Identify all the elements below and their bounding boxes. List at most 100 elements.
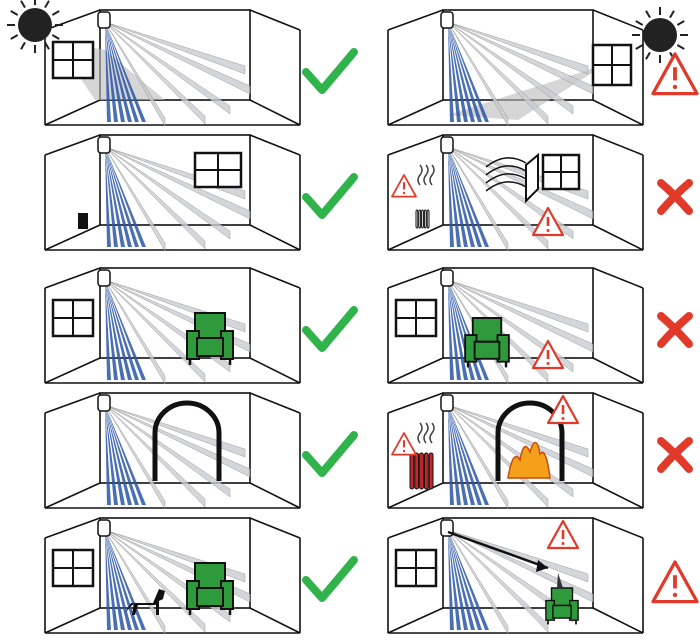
sun-ray [645,10,651,19]
sun-ray [10,10,19,16]
radiator-fin [415,209,419,229]
warning-verdict-icon [651,560,699,604]
radiator-fin [421,209,424,229]
detection-beam-blue [448,22,454,122]
room-edge [44,607,101,634]
detection-beam-gray [447,404,594,478]
room-edge [592,267,644,289]
fire-icon [507,441,551,479]
radiator-fin [428,452,434,490]
arrow-line [447,530,549,570]
checkmark-icon [302,173,358,219]
chair-seat [196,337,224,357]
room-edge [592,99,644,126]
detection-beam-blue [105,280,118,380]
back-wall [442,267,594,359]
sun-ray [51,34,60,40]
room-edge [387,607,444,634]
chair-legs [547,620,577,625]
detection-beam-gray [104,529,166,635]
room-edge [387,482,444,509]
warning-icon [546,394,580,425]
motion-sensor-icon [97,394,111,412]
draft-line [485,181,527,192]
detection-beam-gray [104,21,251,95]
detection-beam-blue [105,22,139,122]
detection-beam-blue [448,147,482,247]
draft-line [485,173,527,184]
back-wall [99,267,251,359]
sun-ray [669,10,675,19]
room-edge [44,224,101,251]
armchair-icon [464,317,510,368]
warning-dot [546,362,550,365]
back-wall [99,517,251,609]
heat-wave-icon [429,164,435,186]
detection-beam-blue [448,147,475,247]
chair-legs [188,359,232,365]
sun-ray [635,44,644,50]
detection-beam-blue [448,530,468,630]
detection-beam-blue [448,22,461,122]
detection-beam-gray [447,529,549,633]
detection-beam-gray [447,146,549,250]
motion-sensor-icon [97,519,111,537]
detection-beam-gray [104,404,166,510]
detection-beam-blue [105,530,132,630]
detection-beam-gray [447,529,594,603]
heat-wave-icon [423,164,429,186]
sun-ray [20,0,26,9]
room-edge [44,99,101,126]
detection-beam-gray [447,146,594,220]
detection-beam-gray [447,404,589,458]
detection-beam-gray [447,279,574,373]
radiator-fin [419,452,424,490]
detection-beam-gray [447,21,594,95]
scene-row3-left [44,267,301,385]
scene-row2-right [387,134,644,252]
detection-beam-blue [105,22,118,122]
chair-legs [188,609,232,615]
checkmark-icon [302,306,358,352]
scene-row4-left [44,392,301,510]
sun-ray [10,34,19,40]
scene-row4-right [387,392,644,510]
room-edge [44,267,101,289]
sun-ray [635,20,644,26]
chair-seat [552,604,572,619]
open-sash [525,152,539,204]
armchair-icon [545,587,579,625]
detection-beam-blue [448,147,461,247]
detection-beam-gray [104,21,206,125]
room-edge [44,392,101,414]
detection-beam-gray [447,404,509,510]
detection-beam-gray [447,21,509,127]
detection-beam-gray [104,146,251,220]
warning-dot [561,542,565,545]
motion-sensor-icon [97,11,111,29]
detection-beam-gray [447,279,594,353]
scene-row3-right [387,267,644,385]
back-wall [442,134,594,226]
detection-beam-gray [447,529,509,635]
sun-ray [44,0,50,9]
heat-wave-icon [417,422,423,444]
detection-beam-blue [105,147,125,247]
detection-beam-blue [105,280,125,380]
detection-beam-blue [448,22,468,122]
detection-beam-blue [105,22,125,122]
detection-beam-gray [104,146,206,250]
room-edge [249,607,301,634]
scene-row5-right [387,517,644,635]
room-edge [592,134,644,156]
room-edge [387,517,444,539]
detection-beam-blue [105,147,139,247]
detection-beam-gray [447,279,589,333]
detection-beam-blue [448,147,454,247]
detection-beam-blue [105,405,111,505]
detection-beam-gray [447,146,509,252]
detection-beam-gray [104,404,251,478]
warning-dot [672,592,678,598]
detection-beam-gray [104,146,166,252]
motion-sensor-icon [440,11,454,29]
